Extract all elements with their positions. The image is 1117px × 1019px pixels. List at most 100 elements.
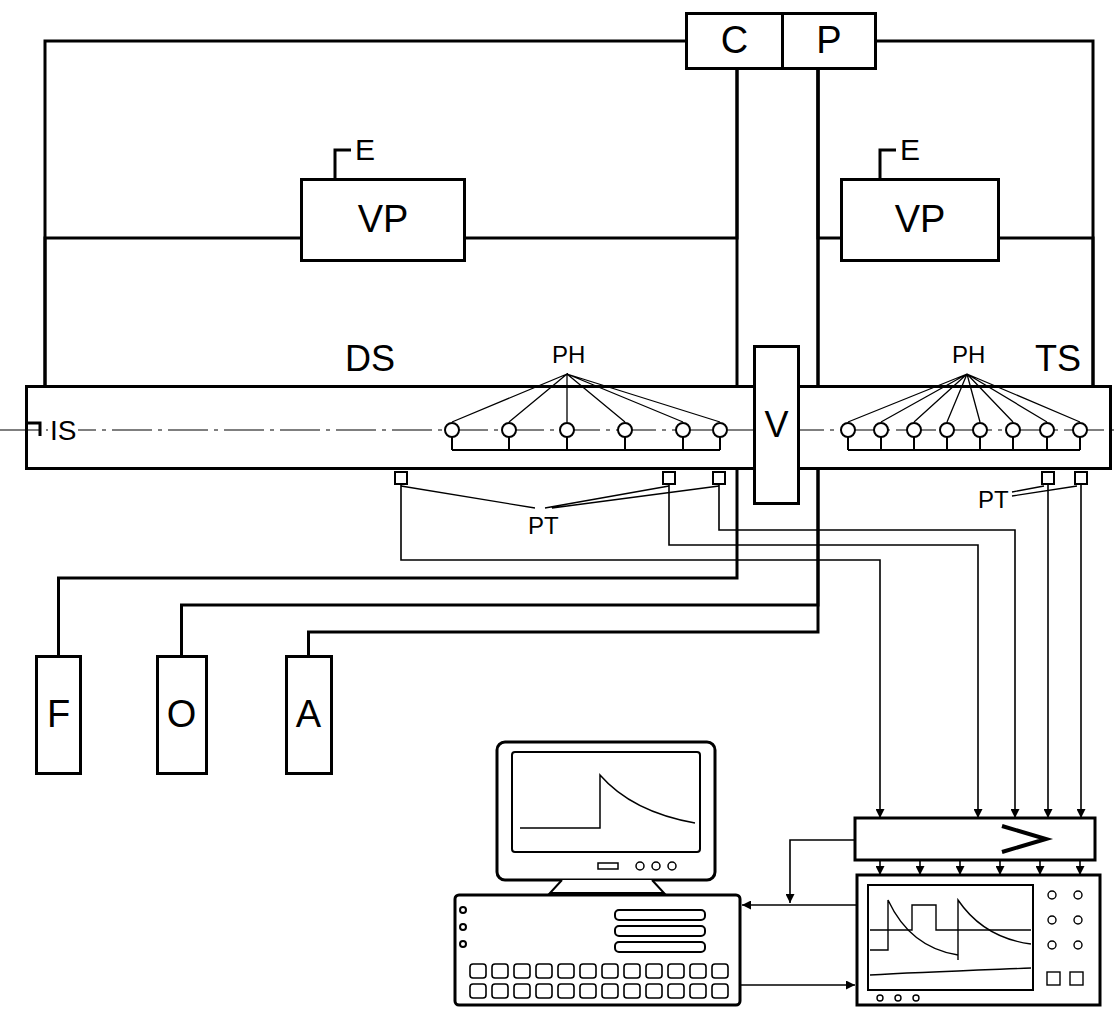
- box-label: P: [816, 19, 841, 63]
- screen-trace: [958, 900, 1031, 960]
- keyboard-key: [668, 984, 684, 998]
- keyboard-key: [646, 964, 662, 978]
- pump-box: P: [781, 12, 877, 70]
- test-section-tube: TS: [797, 385, 1112, 470]
- pipe-line: [309, 70, 819, 655]
- scope-button: [913, 995, 919, 1001]
- box-label: C: [721, 19, 748, 63]
- screen-trace: [870, 905, 1031, 930]
- monitor-button: [636, 862, 644, 870]
- signal-wire: [919, 860, 921, 875]
- box-label: VP: [895, 198, 946, 242]
- power-label: E: [900, 133, 920, 168]
- scope-knob: [1048, 941, 1056, 949]
- keyboard-key: [624, 984, 640, 998]
- transducer-symbol: [663, 472, 675, 484]
- pipe-line: [818, 70, 840, 238]
- keyboard-key: [470, 964, 486, 978]
- section-label: DS: [345, 338, 395, 379]
- pipe-line: [59, 70, 738, 655]
- sensor-head: [618, 423, 632, 437]
- box-label: A: [296, 693, 321, 737]
- gas-cylinder: O: [156, 655, 208, 775]
- sensor-head: [1073, 423, 1087, 437]
- sensor-head: [907, 423, 921, 437]
- signal-wire: [999, 860, 1001, 875]
- keyboard-key: [646, 984, 662, 998]
- valve-box: V: [753, 345, 800, 505]
- screen-trace: [870, 900, 958, 955]
- box-label: O: [167, 693, 197, 737]
- oscilloscope: [857, 875, 1100, 1005]
- indicator-light: [460, 907, 466, 913]
- sensor-head: [560, 423, 574, 437]
- keyboard-key: [470, 984, 486, 998]
- power-lead: [335, 150, 351, 178]
- scope-button: [1070, 972, 1083, 985]
- sensor-head: [1040, 423, 1054, 437]
- indicator-light: [460, 924, 466, 930]
- signal-wire: [959, 860, 961, 875]
- sensor-head: [676, 423, 690, 437]
- section-label: TS: [1035, 338, 1081, 379]
- keyboard-key: [712, 964, 728, 978]
- disk-drive: [615, 926, 705, 936]
- keyboard-key: [514, 984, 530, 998]
- disk-drive: [615, 942, 705, 952]
- signal-wire: [879, 860, 881, 875]
- indicator-light: [460, 941, 466, 947]
- keyboard-key: [580, 984, 596, 998]
- keyboard-key: [690, 984, 706, 998]
- igniter-label: IS: [48, 415, 78, 447]
- data-wire: [742, 904, 857, 906]
- signal-wire: [1079, 860, 1081, 875]
- sensor-head: [874, 423, 888, 437]
- keyboard-key: [514, 964, 530, 978]
- gas-cylinder: A: [285, 655, 333, 775]
- keyboard-key: [558, 964, 574, 978]
- keyboard-key: [536, 984, 552, 998]
- box-label: F: [47, 693, 70, 737]
- trigger-wire: [790, 840, 855, 903]
- sensor-head: [502, 423, 516, 437]
- keyboard-key: [690, 964, 706, 978]
- control-wire: [740, 984, 855, 986]
- keyboard-key: [624, 964, 640, 978]
- leader-line: [401, 486, 1077, 508]
- monitor-screen: [512, 752, 700, 852]
- sensor-wiring: [848, 437, 1080, 450]
- amplifier-box: [855, 818, 1095, 860]
- sensor-head: [445, 423, 459, 437]
- scope-knob: [1074, 891, 1082, 899]
- pipe-line: [1000, 238, 1093, 385]
- keyboard-key: [580, 964, 596, 978]
- keyboard-key: [668, 964, 684, 978]
- amplifier-symbol: [1002, 826, 1046, 852]
- pipe-line: [466, 70, 737, 238]
- scope-knob: [1074, 941, 1082, 949]
- signal-wire: [1039, 860, 1041, 875]
- screen-trace: [870, 968, 1031, 975]
- signal-wire: [719, 484, 1015, 818]
- gas-cylinder: F: [35, 655, 82, 775]
- signal-wire: [1047, 484, 1049, 818]
- sensor-label: PH: [552, 341, 585, 369]
- disk-drive: [615, 910, 705, 920]
- scope-knob: [1048, 916, 1056, 924]
- leader-line: [848, 374, 1080, 422]
- scope-knob: [1048, 891, 1056, 899]
- keyboard-key: [536, 964, 552, 978]
- box-label: V: [764, 404, 788, 445]
- keyboard-key: [602, 984, 618, 998]
- sensor-label: PT: [978, 486, 1009, 514]
- driver-section-tube: DSIS: [25, 385, 756, 470]
- oscilloscope-screen: [868, 885, 1033, 990]
- screen-trace: [520, 775, 695, 828]
- sensor-head: [1006, 423, 1020, 437]
- computer-base: [455, 895, 740, 1005]
- power-label: E: [355, 133, 375, 168]
- scope-button: [1047, 972, 1060, 985]
- sensor-label: PT: [528, 512, 559, 540]
